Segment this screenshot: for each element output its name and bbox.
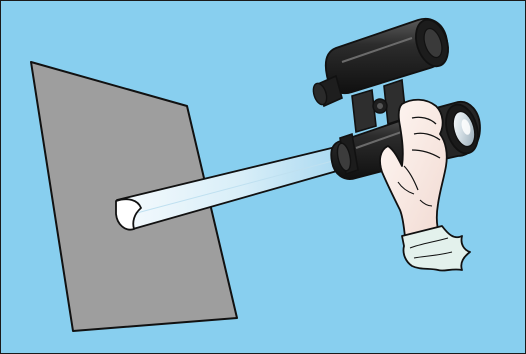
illustration-frame	[0, 0, 526, 354]
scene-canvas	[0, 0, 526, 354]
